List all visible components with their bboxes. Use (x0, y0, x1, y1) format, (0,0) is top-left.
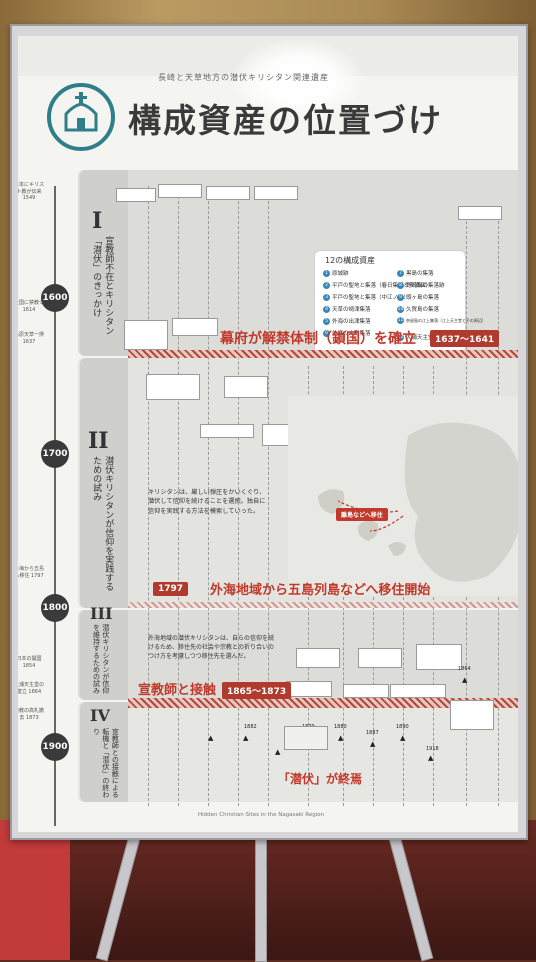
church-year: 1887 (366, 730, 379, 736)
section-ii-note: キリシタンは、厳しい弾圧をかいくぐり、潜伏して信仰を続けることを選択。独自に信仰… (148, 489, 266, 515)
timeline-note: 外海から五島へ移住 1797 (18, 566, 44, 579)
info-card (124, 320, 168, 350)
section-i-title: 宣教師不在とキリシタン「潜伏」のきっかけ (91, 236, 114, 335)
church-icon: ▲ (428, 754, 434, 762)
info-card (390, 684, 446, 698)
contact-hatch (128, 698, 518, 708)
info-card (358, 648, 402, 668)
contact-banner: 宣教師と接触 (138, 683, 217, 698)
church-year: 1882 (244, 724, 257, 730)
section-iv-band (78, 702, 518, 802)
light-glare (233, 40, 363, 120)
prohibition-hatch (128, 350, 518, 358)
info-card (286, 681, 332, 697)
timeline-axis (54, 186, 56, 826)
prohibition-years-tag: 1637〜1641 (430, 330, 500, 347)
section-iii-tab (80, 610, 128, 700)
site-line (178, 186, 179, 806)
church-icon: ▲ (243, 734, 249, 742)
section-iv-title: 宣教師との接触による転機と「潜伏」の終わり (92, 728, 120, 798)
easel-leg-center (255, 835, 267, 962)
timeline-note: 全国に禁教令 1614 (18, 300, 44, 313)
end-banner: 「潜伏」が終焉 (278, 772, 363, 786)
site-line (238, 186, 239, 806)
prohibition-banner: 幕府が解禁体制（鎖国）を確立 (220, 331, 416, 347)
section-iii-note: 外海地域の潜伏キリシタンは、自らの信仰を続けるため、移住先の社会や宗教との折り合… (148, 635, 275, 660)
info-card (296, 648, 340, 668)
church-icon: ▲ (208, 734, 214, 742)
church-icon: ▲ (370, 740, 376, 748)
section-iii-title: 潜伏キリシタンが信仰を維持するための試み (92, 624, 110, 694)
section-ii-tab (80, 358, 128, 608)
info-card (458, 206, 502, 220)
timeline-note: 島原天草一揆 1637 (18, 332, 44, 345)
info-card (416, 644, 462, 670)
carpet-floor (0, 820, 536, 960)
church-year: 1918 (426, 746, 439, 752)
church-icon: ▲ (338, 734, 344, 742)
poster: 長崎と天草地方の潜伏キリシタン関連遺産 構成資産の位置づけ 1600 1700 … (18, 36, 518, 832)
poster-subtitle: 長崎と天草地方の潜伏キリシタン関連遺産 (158, 73, 329, 82)
timeline-note: 禁教の高札撤去 1873 (18, 708, 44, 721)
info-card (116, 188, 156, 202)
church-icon: ▲ (275, 748, 281, 756)
church-icon: ▲ (400, 734, 406, 742)
section-ii-number: II (88, 428, 109, 454)
contact-years-tag: 1865〜1873 (222, 682, 292, 699)
info-card (450, 700, 494, 730)
milestone-1600: 1600 (41, 284, 69, 312)
church-logo-icon (47, 83, 115, 151)
section-iv-number: IV (90, 706, 110, 725)
info-card (158, 184, 202, 198)
info-card (224, 376, 268, 398)
info-card (200, 424, 254, 438)
poster-footer: Hidden Christian Sites in the Nagasaki R… (198, 812, 325, 818)
church-icon: ▲ (462, 676, 468, 684)
red-floor (0, 820, 70, 960)
milestone-1700: 1700 (41, 440, 69, 468)
map-migration-tag: 離島などへ移住 (336, 508, 388, 521)
milestone-1800: 1800 (41, 594, 69, 622)
site-line (148, 186, 149, 806)
migration-banner: 外海地域から五島列島などへ移住開始 (210, 583, 431, 598)
info-card (284, 726, 328, 750)
timeline-note: 大浦天主堂の建立 1864 (18, 682, 44, 695)
migration-hatch (128, 602, 518, 608)
church-year: 1864 (458, 666, 471, 672)
timeline-note: 日本の開国 1854 (18, 656, 42, 669)
info-card (254, 186, 298, 200)
migration-year-tag: 1797 (153, 582, 189, 596)
legend-title: 12の構成資産 (325, 256, 376, 265)
timeline-note: 日本にキリスト教が伝来 1549 (18, 182, 44, 201)
info-card (206, 186, 250, 200)
info-card (172, 318, 218, 336)
info-card (146, 374, 200, 400)
section-i-number: I (92, 208, 103, 234)
church-year: 1880 (334, 724, 347, 730)
kyushu-map (288, 396, 518, 596)
site-line (268, 186, 269, 806)
site-line (208, 186, 209, 806)
church-year: 1890 (396, 724, 409, 730)
section-iii-number: III (90, 604, 113, 623)
milestone-1900: 1900 (41, 733, 69, 761)
section-iv-tab (80, 702, 128, 802)
page-title: 構成資産の位置づけ (128, 101, 443, 140)
section-ii-title: 潜伏キリシタンが信仰を実践するための試み (91, 456, 114, 591)
info-card (343, 684, 389, 698)
